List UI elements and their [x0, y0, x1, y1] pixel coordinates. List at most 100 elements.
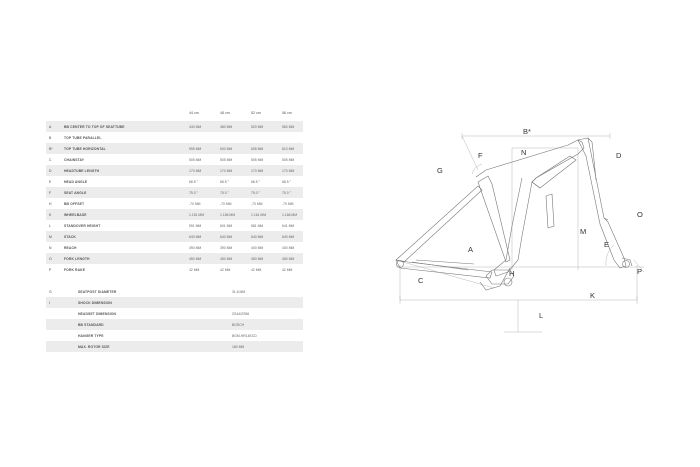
label-g: G [437, 166, 443, 175]
row-value: 1.166 MM [282, 212, 298, 217]
row-value: 75.0 ° [220, 190, 229, 195]
spec-letter: G [49, 289, 52, 294]
row-value: 450 MM [189, 256, 202, 261]
row-value: 601 MM [220, 223, 233, 228]
row-value: 640 MM [189, 234, 202, 239]
spec-value: BGM-HR14ECD [232, 333, 257, 338]
spec-name: HEADSET DIMENSION [78, 311, 117, 316]
row-name: STANDOVER HEIGHT [64, 223, 101, 228]
row-value: -70 MM [220, 201, 232, 206]
row-value: 450 MM [251, 256, 264, 261]
row-value: 390 MM [220, 245, 233, 250]
size-header-row: 44 cm 48 cm 52 cm 56 cm [46, 109, 303, 121]
row-name: BB CENTER TO TOP OF SEATTUBE [64, 124, 125, 129]
row-value: 75.0 ° [282, 190, 291, 195]
label-h: H [509, 269, 514, 278]
row-value: 595 MM [189, 146, 202, 151]
row-value: 1.161 MM [251, 212, 267, 217]
row-letter: N [49, 245, 52, 250]
size-header: 48 cm [220, 111, 230, 115]
row-value: 505 MM [282, 157, 295, 162]
row-value: 68.5 ° [189, 179, 198, 184]
spec-value: BOSCH [232, 322, 245, 327]
label-n: N [521, 148, 526, 157]
row-value: 390 MM [189, 245, 202, 250]
row-value: 640 MM [251, 234, 264, 239]
row-value: 170 MM [282, 168, 295, 173]
spec-letter: I [49, 300, 50, 305]
geometry-row: M STACK 640 MM 640 MM 640 MM 640 MM [46, 231, 303, 242]
row-value: 581 MM [251, 223, 264, 228]
size-header: 44 cm [189, 111, 199, 115]
row-value: 1.156 MM [220, 212, 236, 217]
row-value: 600 MM [220, 146, 233, 151]
dimension-lines [395, 133, 645, 333]
row-value: 641 MM [282, 223, 295, 228]
row-letter: O [49, 256, 52, 261]
row-name: STACK [64, 234, 76, 239]
row-value: 610 MM [282, 146, 295, 151]
row-letter: M [49, 234, 52, 239]
row-value: 640 MM [282, 234, 295, 239]
geometry-row: L STANDOVER HEIGHT 591 MM 601 MM 581 MM 641 M… [46, 220, 303, 231]
row-name: CHAINSTAY [64, 157, 85, 162]
row-value: 560 MM [282, 124, 295, 129]
row-name: HEADTUBE LENGTH [64, 168, 100, 173]
row-value: 75.0 ° [251, 190, 260, 195]
row-name: HEAD ANGLE [64, 179, 88, 184]
row-letter: B* [49, 146, 53, 151]
spec-name: SEATPOST DIAMETER [78, 289, 117, 294]
row-value: -70 MM [189, 201, 201, 206]
row-value: 400 MM [251, 245, 264, 250]
frame-outline [395, 137, 633, 291]
label-m: M [580, 227, 586, 236]
row-value: 170 MM [220, 168, 233, 173]
row-value: 170 MM [189, 168, 202, 173]
dimension-labels: B* F N D G O M E A H C P K L [418, 127, 643, 320]
label-k: K [590, 291, 595, 300]
row-letter: K [49, 212, 52, 217]
row-value: 640 MM [220, 234, 233, 239]
label-f: F [478, 151, 483, 160]
row-name: WHEELBASE [64, 212, 87, 217]
row-value: 75.0 ° [189, 190, 198, 195]
row-value: 68.5 ° [282, 179, 291, 184]
row-value: 400 MM [282, 245, 295, 250]
row-value: 42 MM [282, 267, 293, 272]
row-value: 450 MM [282, 256, 295, 261]
row-value: 505 MM [220, 157, 233, 162]
row-value: 505 MM [189, 157, 202, 162]
row-letter: C [49, 157, 52, 162]
row-name: TOP TUBE PARALLEL [64, 135, 102, 140]
row-value: 42 MM [251, 267, 262, 272]
label-e: E [604, 240, 609, 249]
label-l: L [539, 311, 543, 320]
row-value: 440 MM [189, 124, 202, 129]
row-value: 450 MM [220, 256, 233, 261]
row-value: 68.5 ° [220, 179, 229, 184]
spec-row: I SHOCK DIMENSION [46, 297, 303, 308]
row-name: SEAT ANGLE [64, 190, 87, 195]
row-value: 591 MM [189, 223, 202, 228]
spec-name: SHOCK DIMENSION [78, 300, 112, 305]
row-name: TOP TUBE HORIZONTAL [64, 146, 106, 151]
label-o: O [637, 210, 643, 219]
row-letter: A [49, 124, 52, 129]
row-letter: L [49, 223, 51, 228]
geometry-table: 44 cm 48 cm 52 cm 56 cm A BB CENTER TO TO… [46, 109, 303, 275]
row-value: 480 MM [220, 124, 233, 129]
row-value: -70 MM [251, 201, 263, 206]
